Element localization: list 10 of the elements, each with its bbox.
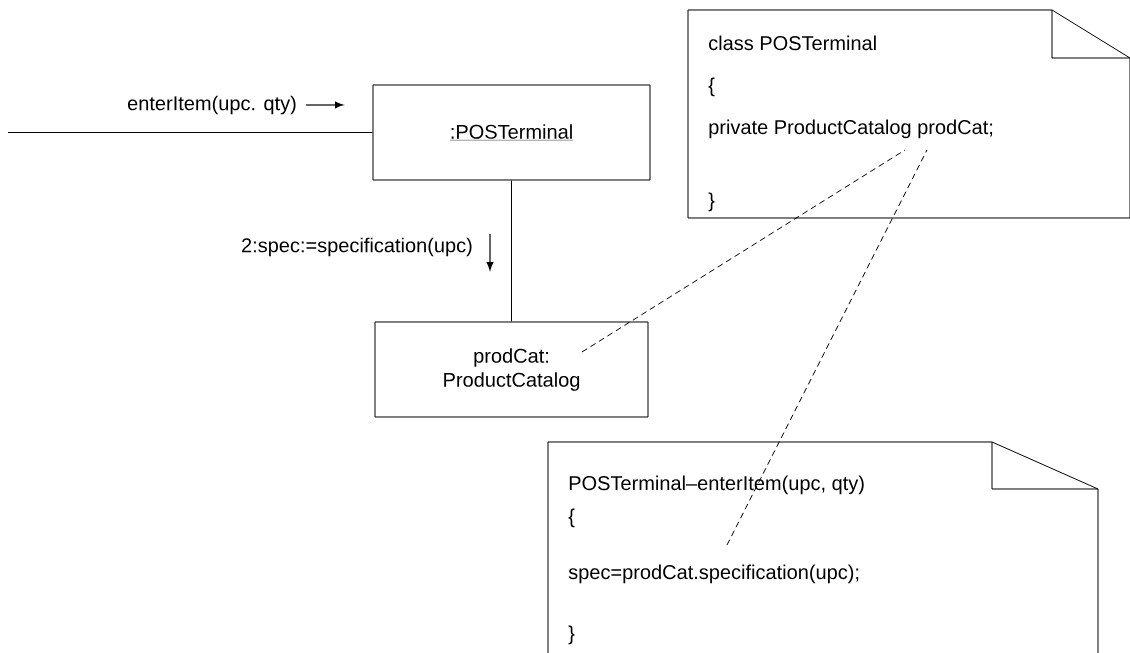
anchor-line	[726, 149, 928, 546]
note: class POSTerminal { private ProductCatalog prodCat; }	[687, 9, 1130, 219]
object-box: :POSTerminal	[372, 84, 651, 181]
anchor-line	[581, 149, 906, 353]
object-box: prodCat: ProductCatalog	[374, 321, 649, 418]
link-line	[511, 180, 512, 322]
edge-label: 2:spec:=specification(upc)	[242, 237, 472, 257]
message-line	[7, 132, 373, 133]
note: POSTerminal–enterItem(upc, qty) { spec=prodCat.specification(upc); }	[547, 441, 1099, 653]
edge-label: enterItem(upc. qty)	[127, 95, 296, 115]
